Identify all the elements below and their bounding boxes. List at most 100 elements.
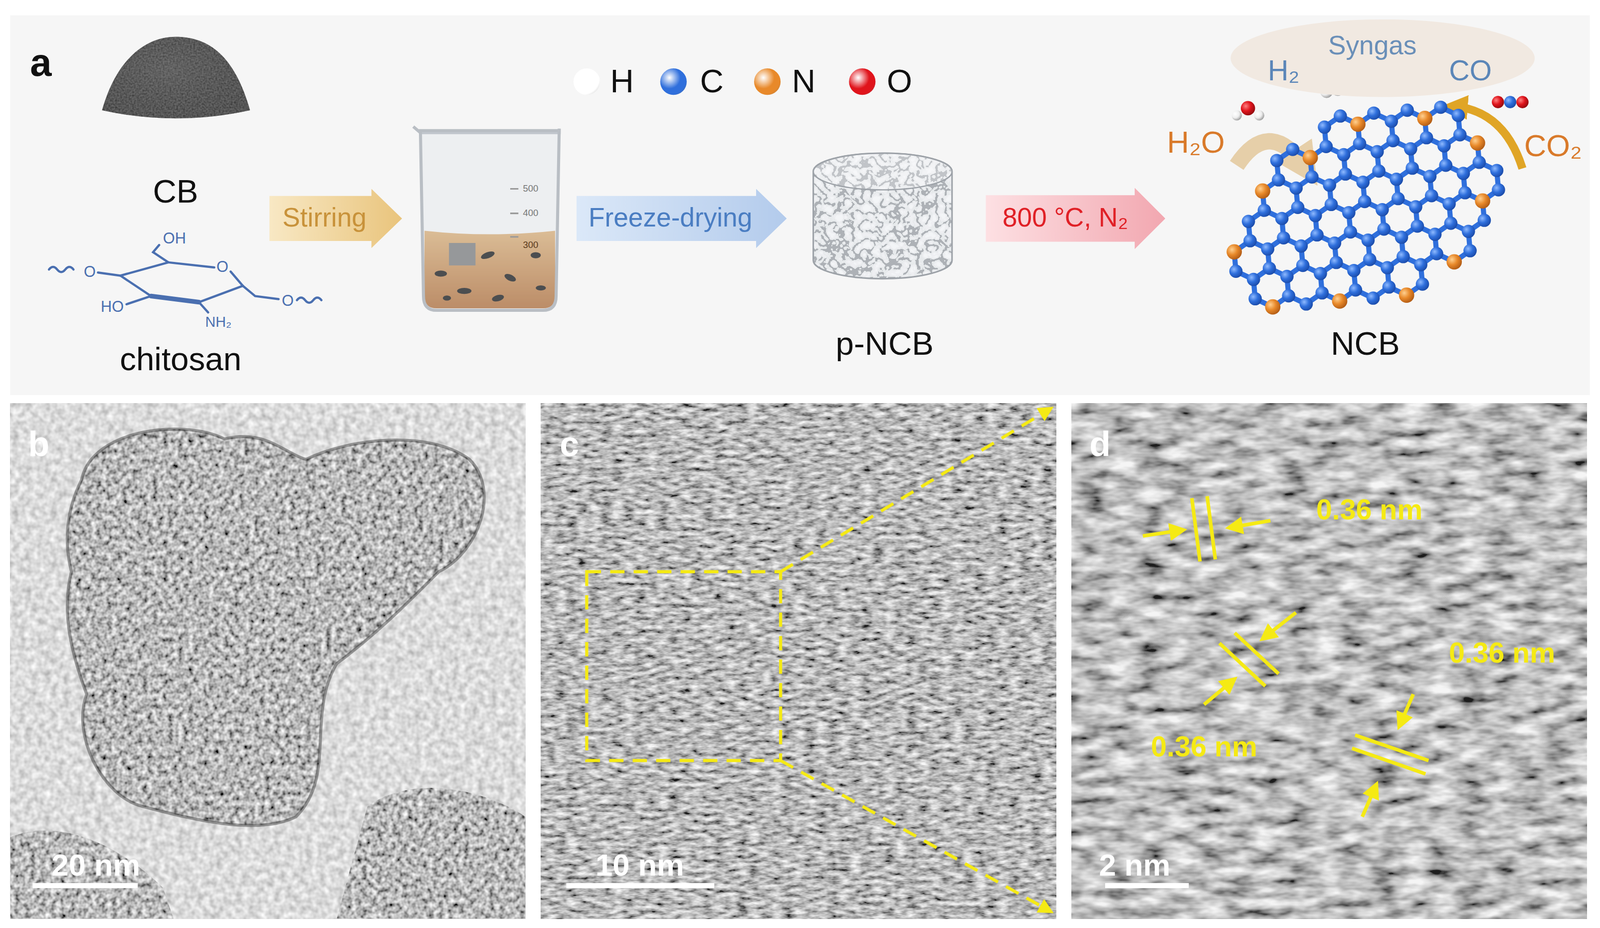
material-label: p-NCB (835, 325, 934, 363)
carbon-atom (1437, 139, 1451, 153)
carbon-atom (1391, 192, 1405, 206)
material-label: NCB (1330, 325, 1400, 363)
carbon-atom (1337, 148, 1351, 162)
carbon-atom (1299, 297, 1314, 311)
particle-rim (67, 428, 485, 825)
arrow-body (576, 189, 787, 249)
carbon-atom (1276, 230, 1291, 245)
nitrogen-atom (1416, 110, 1433, 127)
spacing-label: 0.36 nm (1316, 493, 1423, 527)
carbon-atom (1315, 286, 1329, 300)
carbon-atom (1366, 291, 1381, 305)
product-label: Syngas (1328, 30, 1417, 61)
atom-label: O (281, 291, 294, 309)
carbon-atom (1257, 203, 1272, 217)
scale-label: 10 nm (595, 847, 684, 884)
legend-text: C (700, 62, 724, 101)
tem-panel: d0.36 nm0.36 nm0.36 nm2 nm (1071, 402, 1587, 919)
atom-label: OH (163, 228, 187, 247)
carbon-atom (1444, 216, 1458, 230)
carbon-atom (1395, 230, 1409, 244)
tem-panel: c10 nm (540, 402, 1056, 919)
scale-label: 20 nm (51, 847, 141, 884)
chitosan-structure (48, 244, 322, 313)
nitrogen-atom (1332, 293, 1348, 309)
carbon-atom (1305, 170, 1319, 184)
carbon-atom (1349, 283, 1363, 297)
carbon-atom (1353, 136, 1367, 151)
step-label: Stirring (282, 202, 367, 234)
nitrogen-atom (1446, 253, 1462, 270)
carbon-atom (1347, 263, 1361, 278)
carbon-atom (1333, 109, 1348, 123)
carbon-atom (1363, 252, 1377, 267)
nitrogen-atom (1399, 287, 1415, 303)
tem-haze (1071, 402, 1587, 919)
product-label: CO (1448, 54, 1492, 88)
carbon-atom (1408, 200, 1423, 214)
carbon-atom (1356, 175, 1370, 190)
carbon-atom (1342, 205, 1356, 220)
carbon-atom (1322, 178, 1337, 193)
scale-label: 2 nm (1098, 847, 1171, 884)
syngas-cloud: SyngasH₂CO (1229, 18, 1536, 99)
carbon-atom (1419, 131, 1434, 145)
carbon-atom (1438, 158, 1453, 173)
atom-label: NH₂ (205, 313, 232, 330)
water-arrow (1236, 141, 1309, 172)
legend-text: O (886, 62, 913, 101)
carbon-atom (1380, 260, 1395, 275)
nitrogen-atom (1226, 244, 1242, 260)
carbon-atom (1324, 197, 1339, 211)
cloud-ellipse (1230, 19, 1535, 98)
scale-bar (32, 882, 138, 888)
carbon-atom (1372, 164, 1386, 179)
carbon-atom (1390, 172, 1404, 187)
carbon-atom (1310, 228, 1324, 242)
legend-text: H (609, 62, 634, 101)
carbon-atom (1477, 213, 1492, 227)
carbon-atom (1396, 249, 1410, 264)
carbon-atom (1456, 166, 1471, 181)
carbon-atom (1451, 108, 1466, 123)
volume-mark: 300 (523, 239, 539, 251)
nitrogen-atom (1469, 135, 1486, 151)
carbon-atom (1367, 106, 1381, 120)
material-label: chitosan (119, 340, 242, 379)
legend-text: N (792, 62, 816, 101)
scale-bar (1105, 882, 1190, 888)
carbon-atom (1338, 167, 1353, 181)
tem-image-c (540, 402, 1056, 919)
process-arrow: 800 °C, N₂ (985, 188, 1166, 250)
carbon-atom (1317, 120, 1332, 135)
carbon-atom (1490, 163, 1504, 178)
lattice-markers (1142, 495, 1429, 817)
carbon-atom (1243, 233, 1257, 248)
sponge-outline (813, 153, 953, 279)
carbon-atom (1241, 214, 1256, 229)
arrow-body (985, 188, 1166, 250)
carbon-atom (1461, 224, 1476, 238)
tem-haze (540, 402, 1056, 919)
n-doped-carbon-sheet (1226, 100, 1505, 315)
carbon-atom (1472, 155, 1487, 170)
volume-mark: 500 (523, 183, 539, 195)
carbon-atom (1410, 219, 1425, 233)
nitrogen-atom (1265, 299, 1281, 315)
porous-sponge (805, 142, 960, 286)
carbon-atom (1403, 142, 1418, 156)
carbon-atom (1313, 266, 1328, 281)
tem-particle (9, 402, 526, 919)
carbon-atom (1429, 246, 1444, 261)
volume-mark: 400 (523, 207, 539, 219)
carbon-atom (1281, 289, 1296, 303)
tem-image-b (9, 402, 526, 919)
carbon-atom (1386, 134, 1400, 148)
atoms (1226, 100, 1505, 315)
carbon-atom (1463, 243, 1477, 258)
carbon-atom (1229, 264, 1243, 278)
panel-letter: a (29, 40, 52, 86)
legend-swatch (848, 68, 876, 95)
beaker (413, 126, 560, 311)
